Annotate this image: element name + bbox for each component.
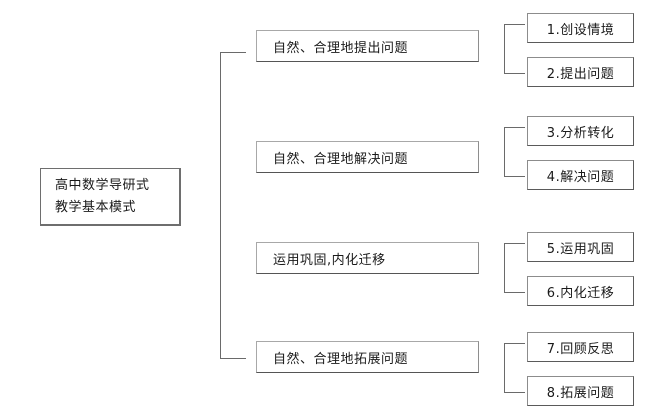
stage-2-bracket-top-stub	[504, 127, 525, 128]
step-node-3: 3.分析转化	[527, 116, 634, 146]
root-node: 高中数学导研式 教学基本模式	[40, 168, 181, 226]
stage-node-1: 自然、合理地提出问题	[256, 30, 479, 62]
stage-3-bracket-vertical-line	[504, 243, 505, 293]
step-node-4: 4.解决问题	[527, 160, 634, 190]
stage-3-bracket-top-stub	[504, 243, 525, 244]
stage-1-bracket-vertical-line	[504, 24, 505, 74]
stage-node-4: 自然、合理地拓展问题	[256, 341, 479, 373]
stage-4-bracket-bottom-stub	[504, 392, 525, 393]
step-node-8: 8.拓展问题	[527, 376, 634, 406]
main-bracket-vertical-line	[220, 52, 221, 359]
step-node-5: 5.运用巩固	[527, 232, 634, 262]
stage-1-bracket-top-stub	[504, 24, 525, 25]
step-node-7: 7.回顾反思	[527, 332, 634, 362]
stage-1-bracket-bottom-stub	[504, 73, 525, 74]
stage-node-3: 运用巩固,内化迁移	[256, 242, 479, 274]
root-node-line-1: 高中数学导研式	[55, 177, 150, 193]
step-node-1: 1.创设情境	[527, 13, 634, 43]
stage-node-2: 自然、合理地解决问题	[256, 141, 479, 173]
step-node-6: 6.内化迁移	[527, 276, 634, 306]
main-bracket-top-stub	[220, 52, 246, 53]
stage-4-bracket-top-stub	[504, 343, 525, 344]
root-node-line-2: 教学基本模式	[55, 199, 137, 215]
main-bracket-bottom-stub	[220, 358, 246, 359]
stage-2-bracket-vertical-line	[504, 127, 505, 177]
stage-4-bracket-vertical-line	[504, 343, 505, 393]
stage-3-bracket-bottom-stub	[504, 292, 525, 293]
stage-2-bracket-bottom-stub	[504, 176, 525, 177]
step-node-2: 2.提出问题	[527, 57, 634, 87]
